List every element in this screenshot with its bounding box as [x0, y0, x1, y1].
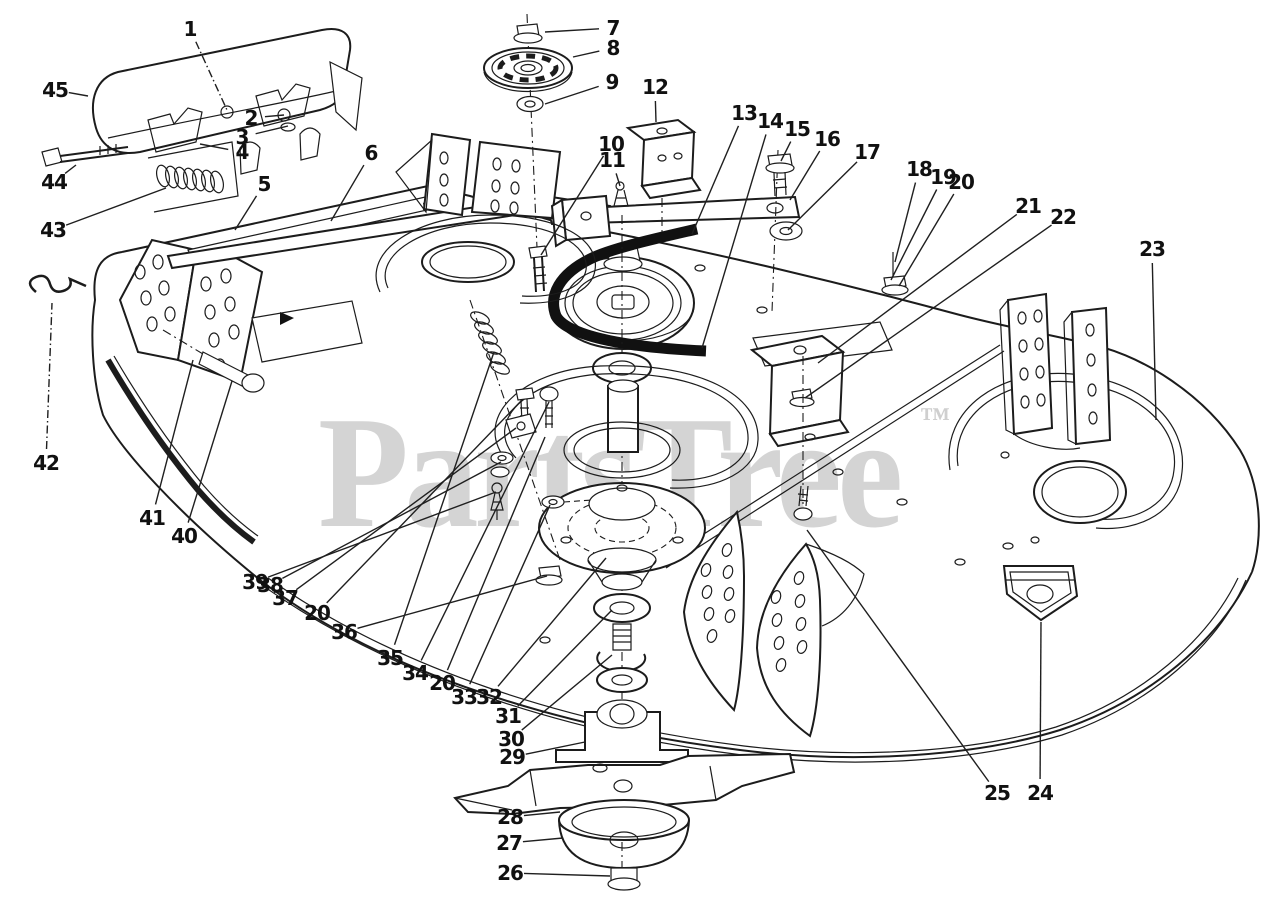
callout-25: 25 [984, 781, 1011, 805]
arm-fasteners [766, 150, 908, 312]
callout-20: 20 [304, 601, 331, 625]
rear-support-bracket [752, 336, 848, 520]
callout-7: 7 [606, 16, 621, 40]
callout-20: 20 [429, 671, 456, 695]
callout-9: 9 [605, 70, 620, 94]
callout-3: 3 [235, 125, 250, 149]
callout-39: 39 [242, 570, 269, 594]
callout-29: 29 [499, 745, 526, 769]
callout-36: 36 [331, 620, 358, 644]
center-bracket-plates [396, 134, 560, 218]
blade-nut [608, 868, 640, 890]
callout-35: 35 [377, 646, 404, 670]
watermark-trademark-symbol: ™ [920, 402, 950, 435]
callout-44: 44 [41, 170, 68, 194]
callout-19: 19 [930, 165, 957, 189]
callout-20: 20 [948, 170, 975, 194]
callout-45: 45 [42, 78, 69, 102]
callout-37: 37 [272, 586, 299, 610]
right-spindle-opening [949, 373, 1183, 543]
callout-24: 24 [1027, 781, 1054, 805]
callout-22: 22 [1050, 205, 1077, 229]
callout-14: 14 [757, 109, 784, 133]
callout-11: 11 [599, 148, 626, 172]
callout-33: 33 [451, 685, 478, 709]
callout-26: 26 [497, 861, 524, 885]
callout-6: 6 [364, 141, 379, 165]
callout-10: 10 [598, 132, 625, 156]
deflector-shield [93, 29, 362, 153]
hanger-bracket [1004, 566, 1077, 620]
hairpin-cotter [30, 276, 86, 292]
callout-31: 31 [495, 704, 522, 728]
blade-spindle-housing [556, 700, 688, 762]
right-bracket-plates [1000, 294, 1110, 449]
callout-2: 2 [244, 106, 259, 130]
callout-8: 8 [606, 36, 621, 60]
callout-5: 5 [257, 172, 272, 196]
belt-guide-bracket [628, 120, 700, 236]
decal-plate [252, 301, 362, 362]
callout-41: 41 [139, 506, 166, 530]
callout-17: 17 [854, 140, 881, 164]
callout-40: 40 [171, 524, 198, 548]
callout-1: 1 [183, 17, 198, 41]
grease-fitting [614, 182, 628, 206]
callout-32: 32 [476, 685, 503, 709]
callout-23: 23 [1139, 237, 1166, 261]
left-bracket-plates [120, 240, 262, 382]
deflector-bolt [42, 144, 128, 166]
callout-18: 18 [906, 157, 933, 181]
callout-38: 38 [257, 573, 284, 597]
callout-28: 28 [497, 805, 524, 829]
discharge-baffles [684, 512, 864, 736]
callout-16: 16 [814, 127, 841, 151]
callout-30: 30 [498, 727, 525, 751]
callout-12: 12 [642, 75, 669, 99]
callout-4: 4 [235, 140, 250, 164]
callout-13: 13 [731, 101, 758, 125]
callout-42: 42 [33, 451, 60, 475]
clevis-pin [163, 330, 264, 392]
anti-scalp-cup [559, 800, 689, 868]
callout-43: 43 [40, 218, 67, 242]
spindle-pulley [552, 247, 694, 349]
callout-15: 15 [784, 117, 811, 141]
callout-21: 21 [1015, 194, 1042, 218]
callout-34: 34 [402, 661, 429, 685]
callout-27: 27 [496, 831, 523, 855]
deflector-spring [148, 142, 238, 212]
